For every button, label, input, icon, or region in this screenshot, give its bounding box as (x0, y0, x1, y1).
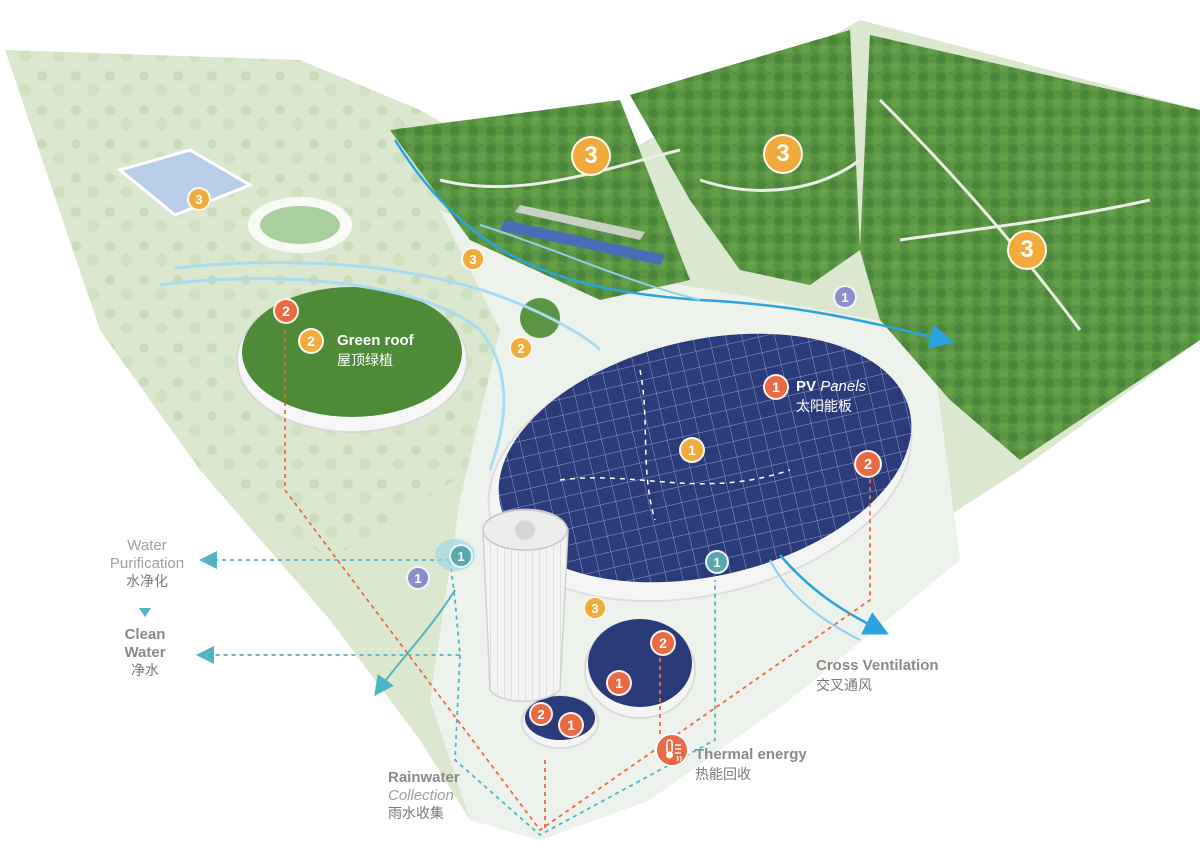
badge-left-purple-1: 1 (406, 566, 430, 590)
badge-forest-3c: 3 (1007, 230, 1047, 270)
label-rainwater-en: Rainwater (388, 769, 460, 786)
label-cross-ventilation-en: Cross Ventilation (816, 657, 939, 674)
label-pv-cn: 太阳能板 (796, 398, 852, 414)
label-clean-water-cn: 净水 (131, 662, 159, 678)
label-rainwater-italic: Collection (388, 787, 454, 804)
badge-pv-1: 1 (763, 374, 789, 400)
label-pv-italic: Panels (820, 378, 867, 395)
thermometer-icon (655, 733, 689, 767)
label-rainwater: Rainwater Collection 雨水收集 (388, 769, 460, 822)
energy-flow-lines (284, 330, 871, 832)
round-garden (520, 298, 560, 338)
label-water-purification-en-1: Water (127, 537, 167, 554)
sports-field (260, 206, 340, 244)
badge-pv-center-1: 1 (679, 437, 705, 463)
badge-pv-teal-1: 1 (705, 550, 729, 574)
badge-pv-right-2: 2 (854, 450, 882, 478)
badge-tower-3: 3 (583, 596, 607, 620)
badge-pod-large-1: 1 (606, 670, 632, 696)
badge-plaza-2: 2 (509, 336, 533, 360)
label-rainwater-cn: 雨水收集 (388, 805, 444, 821)
label-cross-ventilation-cn: 交叉通风 (816, 677, 872, 693)
badge-pod-small-2: 2 (529, 702, 553, 726)
label-green-roof: Green roof 屋顶绿植 (337, 332, 414, 369)
label-pv-en: PV (796, 378, 817, 395)
badge-courts-3: 3 (187, 187, 211, 211)
label-cross-ventilation: Cross Ventilation 交叉通风 (816, 657, 939, 694)
label-water-purification-cn: 水净化 (126, 573, 168, 589)
label-thermal-energy-en: Thermal energy (695, 746, 807, 763)
label-clean-water: Clean Water 净水 (100, 626, 190, 679)
label-thermal-energy: Thermal energy 热能回收 (695, 746, 807, 783)
pod-large (588, 619, 692, 707)
airflow-line-bottom (779, 554, 889, 635)
badge-tower-teal-1: 1 (449, 544, 473, 568)
badge-green-roof-2-red: 2 (273, 298, 299, 324)
airflow-line-top (393, 139, 955, 349)
green-roof (242, 287, 462, 417)
label-clean-water-en-1: Clean (124, 626, 166, 643)
badge-park-purple-1: 1 (833, 285, 857, 309)
label-water-purification-en-2: Purification (109, 555, 185, 572)
label-pv: PV Panels 太阳能板 (796, 378, 866, 415)
pv-roof (498, 333, 912, 583)
label-green-roof-en: Green roof (337, 332, 414, 349)
down-arrow-icon (139, 608, 151, 617)
badge-forest-3b: 3 (763, 134, 803, 174)
label-green-roof-cn: 屋顶绿植 (337, 352, 393, 368)
forest-zone-middle-trees (630, 30, 860, 285)
badge-forest-3a: 3 (571, 136, 611, 176)
thermometer-icon-glyph (666, 739, 682, 762)
label-water-purification: Water Purification 水净化 (92, 537, 202, 590)
badge-green-roof-2: 2 (298, 328, 324, 354)
tennis-courts (116, 148, 254, 217)
water-flow-lines (196, 551, 716, 837)
badge-pod-large-2: 2 (650, 630, 676, 656)
badge-pod-small-1: 1 (558, 712, 584, 738)
label-clean-water-en-2: Water (124, 644, 166, 661)
badge-parking-3: 3 (461, 247, 485, 271)
solar-strip (500, 220, 665, 265)
label-thermal-energy-cn: 热能回收 (695, 766, 751, 782)
